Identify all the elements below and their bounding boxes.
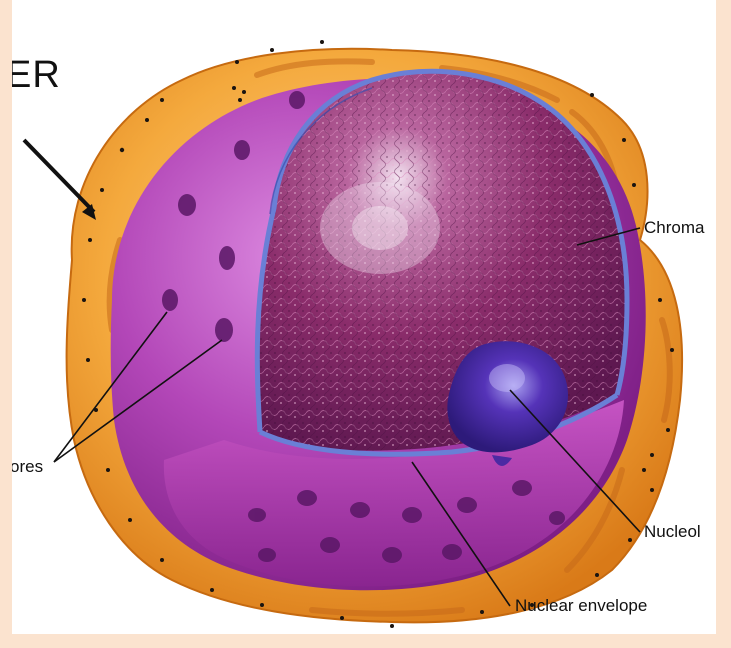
nuclear-envelope-label: Nuclear envelope [515,597,647,614]
nuclear-pores-label: ores [12,458,43,475]
chromatin-label: Chroma [644,219,704,236]
nucleus-illustration [12,0,716,634]
nucleolus-label: Nucleol [644,523,701,540]
er-label: ER [12,56,61,94]
er-pointer-arrow [24,140,94,212]
figure-frame: ER ores Chroma Nucleol Nuclear envelope [12,0,716,634]
